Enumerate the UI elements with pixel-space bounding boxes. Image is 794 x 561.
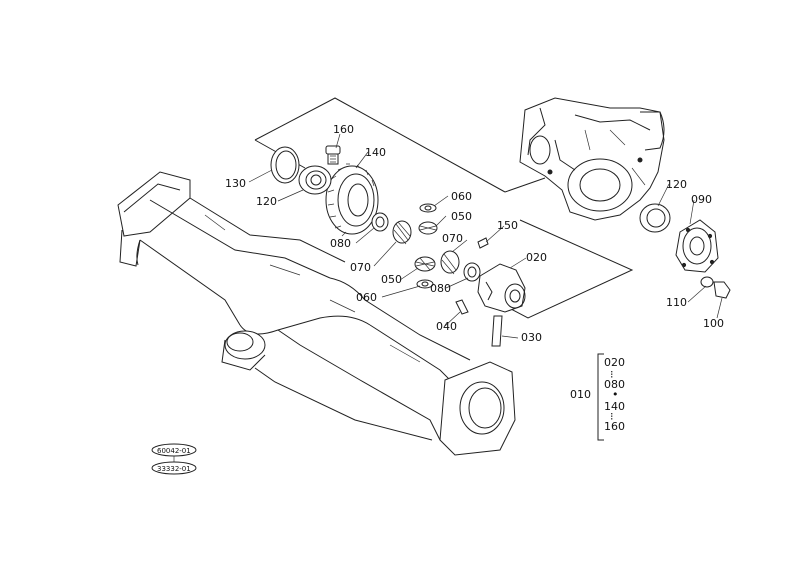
ring-gear-140 [325,163,379,237]
label-120-right: 120 [666,178,687,191]
label-140: 140 [365,146,386,159]
label-080-left: 080 [330,237,351,250]
label-080-right: 080 [430,282,451,295]
washer-080-right [463,262,481,282]
stamp-bottom: 33332-01 [157,465,191,473]
bolt-100 [713,281,731,299]
label-020: 020 [526,251,547,264]
label-050-top: 050 [451,210,472,223]
flange-090 [675,219,719,273]
washer-110 [700,276,714,288]
label-090: 090 [691,193,712,206]
label-060-top: 060 [451,190,472,203]
range-item-160: 160 [604,420,625,433]
bearing-120-right [639,203,671,233]
washer-080-left [371,212,389,232]
range-dash-2: ⁝ [610,410,614,423]
pin-150 [477,237,489,249]
assembly-range-010: 010 020 ⁝ 080 • 140 ⁝ 160 [570,353,625,441]
pinion-gear-070-right [440,250,460,275]
range-dot: • [612,388,619,401]
label-070-left: 070 [350,261,371,274]
pin-040 [455,299,469,315]
pinion-gear-070-left [392,220,412,245]
reference-stamps: 60042-01 33332-01 [151,443,197,475]
leader-lines [248,133,723,339]
label-130: 130 [225,177,246,190]
label-040: 040 [436,320,457,333]
seal-130 [270,146,300,184]
bolt-160 [325,145,341,165]
label-110: 110 [666,296,687,309]
range-dash-1: ⁝ [610,368,614,381]
label-060-bottom: 060 [356,291,377,304]
range-item-080: 080 [604,378,625,391]
label-100: 100 [703,317,724,330]
label-150: 150 [497,219,518,232]
label-010: 010 [570,388,591,401]
stamp-top: 60042-01 [157,447,191,455]
gear-050-bottom [414,256,436,272]
shaft-030 [491,315,503,347]
gear-050-top [418,221,438,235]
bearing-120-left [298,165,332,195]
label-030: 030 [521,331,542,344]
washer-060-top [419,203,437,213]
diff-case-housing [519,97,665,221]
label-050-bottom: 050 [381,273,402,286]
range-item-020: 020 [604,356,625,369]
label-160: 160 [333,123,354,136]
axle-housing [117,171,516,456]
washer-060-bottom [416,279,434,289]
callout-labels: 160 140 130 120 080 070 060 050 070 150 … [225,123,724,344]
label-070-right: 070 [442,232,463,245]
range-item-140: 140 [604,400,625,413]
diff-case-020 [477,263,526,313]
label-120-left: 120 [256,195,277,208]
